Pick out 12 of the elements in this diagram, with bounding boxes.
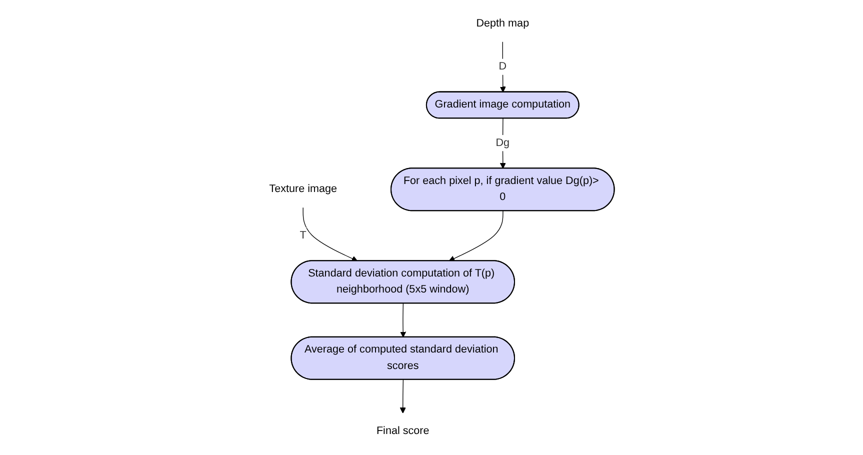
arrow: [500, 42, 506, 92]
edge-label: T: [300, 230, 306, 241]
arrow: [500, 118, 506, 169]
arrow: [400, 303, 406, 338]
node-text: Depth map: [476, 18, 529, 30]
node-text: Final score: [376, 425, 430, 437]
arrow: [448, 210, 504, 262]
node-text: Texture image: [269, 183, 337, 195]
arrow: [302, 207, 358, 262]
edge-label: Dg: [496, 137, 510, 149]
arrow: [400, 379, 406, 414]
edge-label: D: [498, 60, 506, 72]
